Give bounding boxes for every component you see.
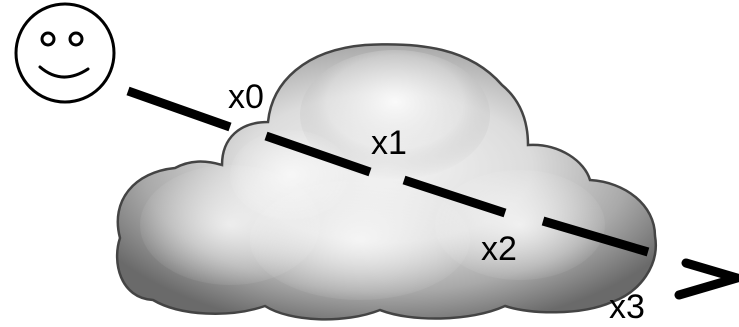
label-x0: x0 — [228, 78, 264, 116]
ray-segment-1 — [126, 86, 232, 132]
ray-segment-4 — [541, 216, 650, 257]
ray-segment-3 — [402, 175, 507, 218]
ray-path — [126, 86, 650, 257]
arrow-head-icon — [674, 258, 739, 300]
ray-segment-2 — [264, 131, 372, 177]
smiley-face-icon — [14, 2, 116, 104]
label-x3: x3 — [609, 288, 645, 326]
cloud-icon — [115, 43, 658, 321]
label-x2: x2 — [481, 230, 517, 268]
label-x1: x1 — [371, 124, 407, 162]
